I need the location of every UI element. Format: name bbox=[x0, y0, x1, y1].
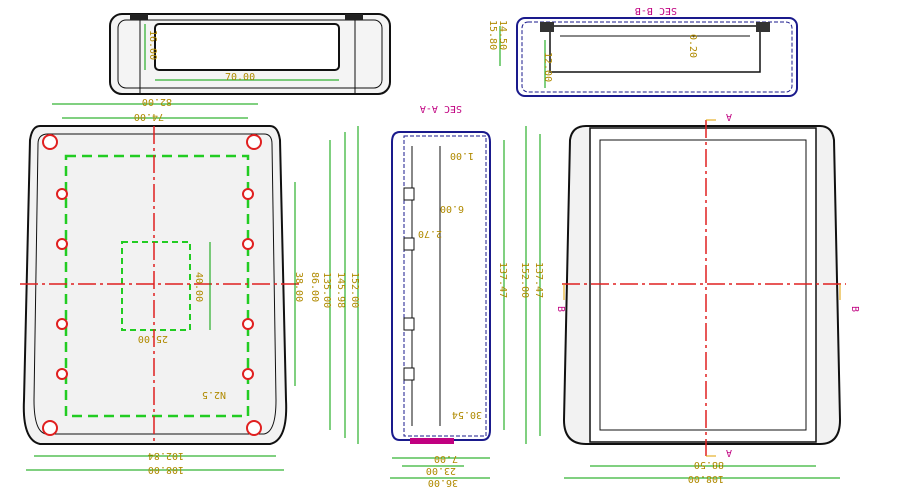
bottom-dim-38: 38.00 bbox=[293, 272, 304, 302]
bottom-dim-25: 25.00 bbox=[138, 333, 168, 344]
top-view-height-dim: 16.00 bbox=[147, 30, 158, 60]
section-b-title: SEC B-B bbox=[635, 5, 677, 16]
section-a-dim-23: 23.00 bbox=[426, 465, 456, 476]
top-view: 16.00 70.00 bbox=[109, 13, 391, 95]
section-a-dim-7: 7.00 bbox=[434, 453, 458, 464]
bottom-dim-152: 152.00 bbox=[349, 272, 360, 308]
front-dim-88: 88.50 bbox=[694, 459, 724, 470]
screw-note: N2.5 bbox=[202, 389, 226, 400]
screw-holes bbox=[42, 134, 262, 436]
bottom-dim-108: 108.00 bbox=[148, 464, 184, 475]
front-mark-a-bottom: A bbox=[726, 447, 732, 458]
front-mark-b-left: B bbox=[555, 306, 566, 312]
section-b-dim-12-00: 12.00 bbox=[542, 52, 553, 82]
section-a-dim-30-5: 30.54 bbox=[452, 409, 482, 420]
section-a-dim-36: 36.00 bbox=[428, 477, 458, 488]
front-view: A A B B 137.47 152.00 88.50 108.00 bbox=[519, 111, 860, 484]
bottom-dim-86: 86.00 bbox=[309, 272, 320, 302]
bottom-dim-145: 145.98 bbox=[335, 272, 346, 308]
bottom-view: 82.00 74.00 40.00 25.00 38.00 86.00 135.… bbox=[20, 96, 360, 475]
front-mark-b-right: B bbox=[849, 306, 860, 312]
section-b-dim-14-50: 14.50 bbox=[497, 20, 508, 50]
bottom-dim-82: 82.00 bbox=[142, 96, 172, 107]
front-mark-a-top: A bbox=[726, 111, 732, 122]
section-a-dim-2-7: 2.70 bbox=[418, 228, 442, 239]
section-b-dim-15-80: 15.80 bbox=[487, 20, 498, 50]
bottom-dim-40: 40.00 bbox=[193, 272, 204, 302]
top-view-width-dim: 70.00 bbox=[225, 72, 255, 83]
section-a-dim-137: 137.47 bbox=[497, 262, 508, 298]
bottom-dim-135: 135.00 bbox=[321, 272, 332, 308]
section-a-view: SEC A-A 1.00 6.00 2.70 137.47 30.54 7.00… bbox=[390, 103, 508, 488]
section-a-title: SEC A-A bbox=[420, 103, 462, 114]
front-dim-137: 137.47 bbox=[533, 262, 544, 298]
front-dim-152: 152.00 bbox=[519, 262, 530, 298]
bottom-dim-74: 74.00 bbox=[134, 111, 164, 122]
bottom-dim-102: 102.84 bbox=[148, 450, 184, 461]
section-b-dim-0-20: 0.20 bbox=[687, 34, 698, 58]
section-b-view: SEC B-B 14.50 15.80 12.00 0.20 bbox=[487, 5, 798, 97]
section-a-dim-1: 1.00 bbox=[450, 150, 474, 161]
front-dim-108: 108.00 bbox=[688, 473, 724, 484]
section-a-dim-6: 6.00 bbox=[440, 203, 464, 214]
